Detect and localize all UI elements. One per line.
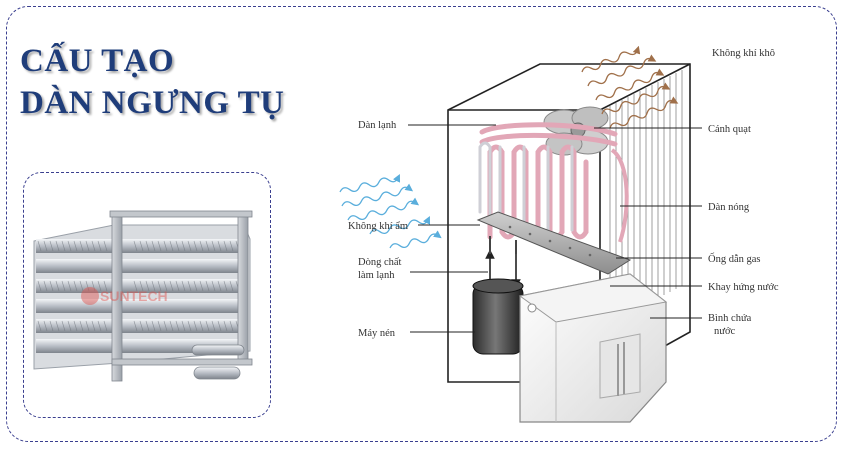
dehumidifier-diagram: Không khí khô Cánh quạt Dàn lạnh Dàn nón… <box>339 45 779 423</box>
page-title: CẤU TẠO DÀN NGƯNG TỤ <box>20 40 285 124</box>
evaporator-coil <box>478 141 574 232</box>
label-hot-coil: Dàn nóng <box>708 202 750 213</box>
gas-pipe <box>610 148 629 243</box>
label-tank-line-2: nước <box>714 326 735 337</box>
label-cold-coil: Dàn lạnh <box>358 120 397 131</box>
condenser-photo: SUNTECH <box>33 210 253 382</box>
compressor <box>472 278 524 355</box>
watermark-text: SUNTECH <box>100 288 168 304</box>
label-fan: Cánh quạt <box>708 124 751 135</box>
fan <box>543 106 609 156</box>
title-line-2: DÀN NGƯNG TỤ <box>20 85 285 121</box>
dry-air-waves <box>581 45 679 129</box>
label-refrigerant-line-2: làm lạnh <box>358 270 395 281</box>
label-dry-air: Không khí khô <box>712 48 775 59</box>
condenser-photo-frame: SUNTECH <box>23 172 271 418</box>
drip-tray <box>476 211 632 275</box>
water-tank <box>518 273 668 423</box>
leader-lines <box>408 124 702 333</box>
label-refrigerant-line-1: Dòng chất <box>358 257 402 268</box>
title-line-1: CẤU TẠO <box>20 43 175 79</box>
label-humid-air: Không khí ẩm <box>348 221 408 232</box>
label-gas-pipe: Ống dẫn gas <box>708 252 761 265</box>
label-tank-line-1: Bình chứa <box>708 313 752 324</box>
back-grille <box>609 70 683 322</box>
label-compressor: Máy nén <box>358 328 396 339</box>
humid-air-waves <box>339 173 442 249</box>
label-drip-tray: Khay hứng nước <box>708 282 779 293</box>
outer-dashed-frame <box>6 6 837 442</box>
watermark: SUNTECH <box>81 287 168 305</box>
